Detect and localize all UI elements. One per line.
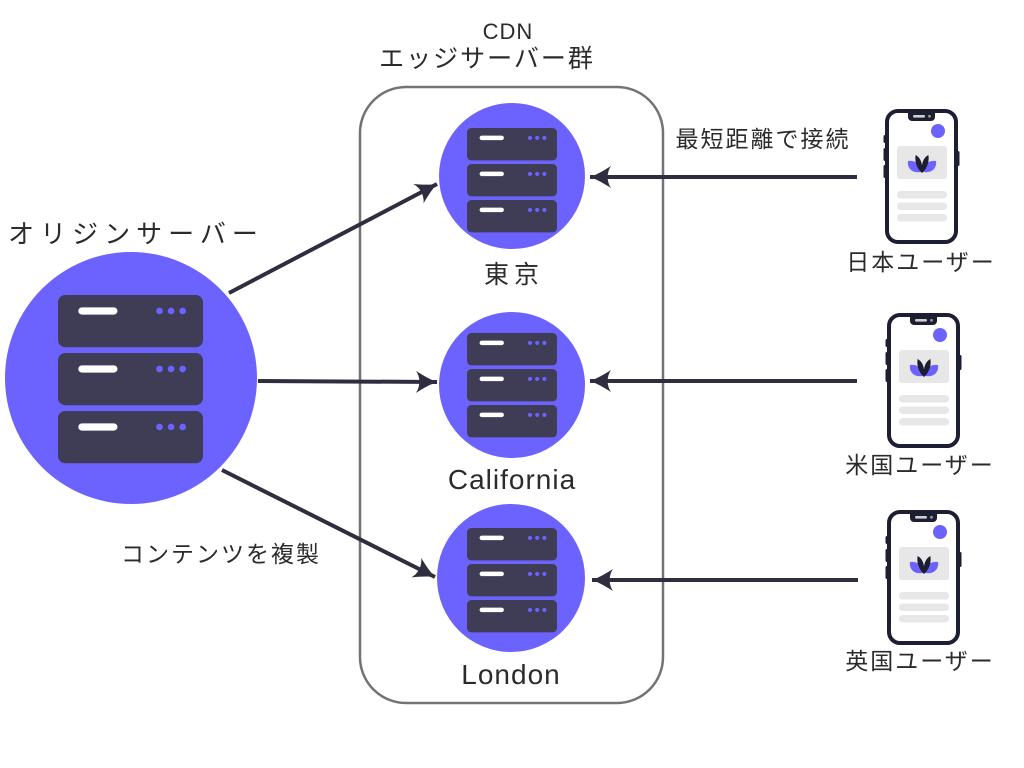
smartphone-usa xyxy=(883,313,964,448)
edge-label-london: London xyxy=(461,659,560,690)
diagram-title-line1: CDN xyxy=(483,19,534,44)
edge-label-tokyo: 東京 xyxy=(484,261,544,289)
smartphone-uk xyxy=(883,510,964,645)
edge-label-california: California xyxy=(448,464,576,495)
user-device-uk: 英国ユーザー xyxy=(845,510,995,674)
edge-server-rack-london xyxy=(467,528,557,633)
arrow-origin-to-tokyo xyxy=(228,182,438,295)
user-label-usa: 米国ユーザー xyxy=(845,452,995,478)
user-device-japan: 日本ユーザー xyxy=(846,109,996,275)
smartphone-japan xyxy=(881,109,962,244)
arrow-origin-to-london xyxy=(221,468,436,579)
annotation-shortest-connection: 最短距離で接続 xyxy=(676,126,851,152)
edge-node-california: California xyxy=(439,312,585,495)
origin-server-rack xyxy=(58,295,203,464)
arrow-origin-to-california xyxy=(257,370,438,393)
edge-node-london: London xyxy=(437,504,585,690)
edge-server-rack-california xyxy=(467,333,557,438)
user-label-japan: 日本ユーザー xyxy=(846,249,996,275)
edge-node-tokyo: 東京 xyxy=(439,103,585,289)
user-label-uk: 英国ユーザー xyxy=(845,648,995,674)
replication-arrows xyxy=(221,182,438,579)
origin-server-label: オリジンサーバー xyxy=(8,219,264,249)
origin-server-node: オリジンサーバー xyxy=(5,219,264,504)
annotation-replicate-content: コンテンツを複製 xyxy=(121,541,321,567)
user-device-usa: 米国ユーザー xyxy=(845,313,995,478)
diagram-title-line2: エッジサーバー群 xyxy=(379,45,595,73)
user-connection-arrows xyxy=(590,166,858,591)
edge-server-rack-tokyo xyxy=(467,128,557,233)
cdn-group-box xyxy=(358,85,665,705)
